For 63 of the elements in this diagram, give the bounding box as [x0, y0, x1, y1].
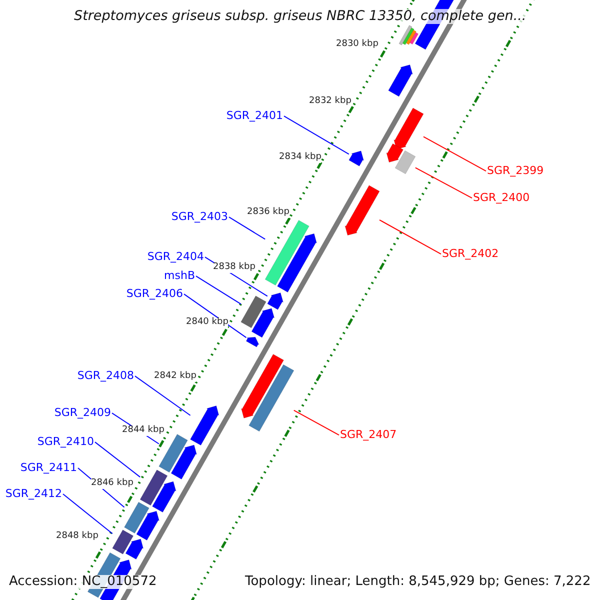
gene-feature: [170, 444, 197, 480]
leader-line: [423, 136, 486, 172]
scale-tick-label: 2840 kbp: [186, 318, 228, 328]
leader-line: [293, 410, 340, 436]
gene-label: SGR_2406: [126, 288, 183, 300]
title: Streptomyces griseus subsp. griseus NBRC 13350, complete gen...: [74, 9, 526, 24]
scale-tick-label: 2836 kbp: [247, 208, 290, 218]
gene-label: SGR_2409: [54, 407, 111, 420]
gene-label: SGR_2404: [147, 251, 204, 264]
gene-feature: [125, 538, 144, 560]
scale-tick-label: 2846 kbp: [91, 479, 134, 489]
gene-feature: [140, 470, 168, 506]
scale-tick-label: 2838 kbp: [213, 263, 256, 273]
leader-line: [62, 494, 113, 534]
gene-feature: [394, 108, 424, 150]
gene-feature: [124, 502, 150, 534]
gene-feature: [348, 150, 364, 166]
scale-tick-label: 2834 kbp: [279, 153, 322, 163]
gene-feature: [152, 481, 176, 513]
gene-feature: [410, 32, 419, 45]
gene-label: SGR_2399: [487, 165, 544, 178]
leader-line: [94, 442, 141, 478]
gene-label: SGR_2411: [20, 462, 77, 474]
footer-text: Topology: linear; Length: 8,545,929 bp; Genes: 7,222: [245, 575, 591, 590]
gene-feature: [240, 296, 266, 328]
scale-tick-label: 2844 kbp: [122, 426, 164, 436]
leader-line: [134, 376, 191, 416]
gene-feature: [406, 30, 416, 45]
scale-tick-label: 2832 kbp: [309, 97, 352, 107]
gene-feature: [277, 233, 317, 292]
gene-label: SGR_2402: [442, 248, 499, 260]
leader-line: [196, 276, 242, 305]
gene-label: SGR_2412: [5, 488, 62, 500]
leader-line: [379, 219, 442, 255]
gene-feature: [248, 364, 294, 432]
gene-feature: [398, 25, 412, 46]
leader-line: [284, 116, 350, 155]
gene-feature: [241, 354, 284, 418]
gene-feature: [267, 292, 284, 310]
gene-feature: [136, 510, 160, 540]
leader-line: [228, 216, 266, 240]
gene-label: mshB: [164, 270, 195, 282]
scale-tick-label: 2848 kbp: [56, 532, 98, 542]
gene-feature: [264, 220, 310, 286]
gene-label: SGR_2400: [473, 192, 530, 204]
gene-feature: [246, 336, 260, 348]
gene-label: SGR_2401: [226, 110, 283, 122]
gene-feature: [251, 308, 275, 338]
leader-line: [414, 167, 472, 199]
gene-feature: [190, 406, 220, 446]
gene-feature: [386, 143, 404, 163]
gene-label: SGR_2407: [340, 429, 397, 442]
gene-feature: [388, 64, 413, 97]
gene-feature: [344, 185, 380, 236]
gene-label: SGR_2410: [37, 436, 94, 448]
footer-text: Accession: NC_010572: [9, 575, 157, 590]
scale-tick-label: 2830 kbp: [336, 40, 378, 50]
gene-feature: [158, 434, 188, 473]
gene-feature: [112, 530, 134, 554]
scale-tick-label: 2842 kbp: [154, 372, 196, 382]
gene-label: SGR_2408: [77, 370, 134, 382]
gene-label: SGR_2403: [171, 211, 228, 224]
gene-feature: [394, 150, 416, 174]
